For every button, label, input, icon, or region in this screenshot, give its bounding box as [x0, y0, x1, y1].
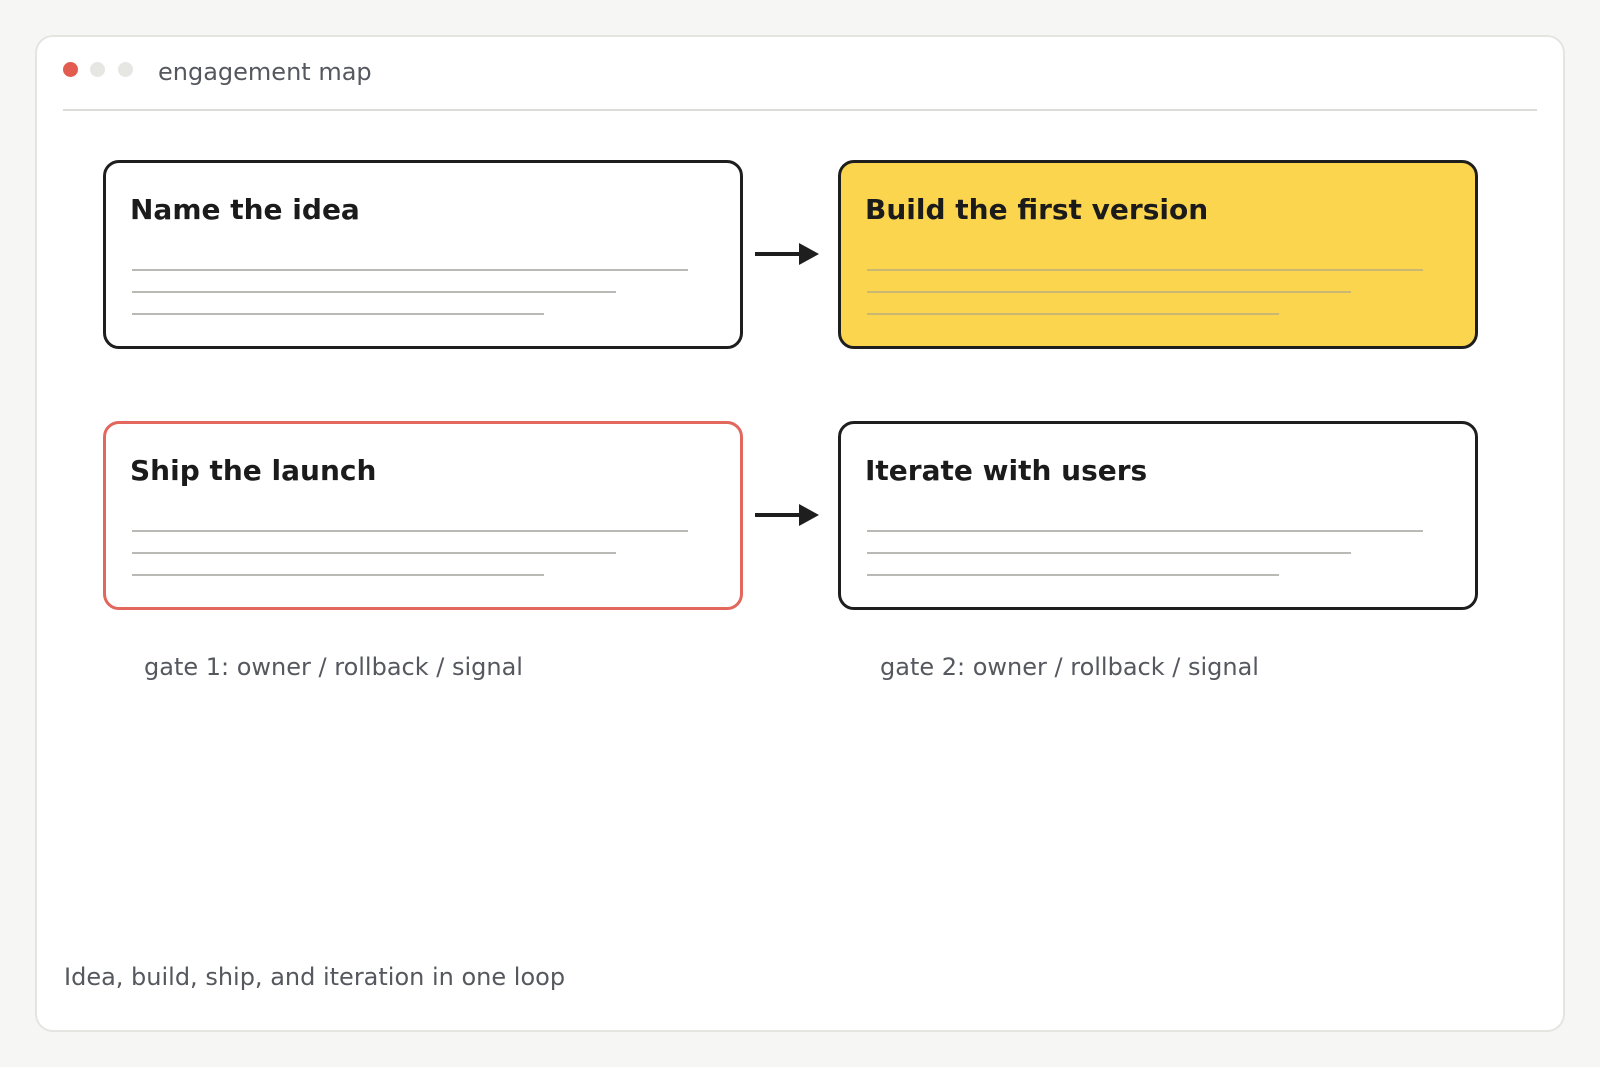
card-title: Name the idea — [130, 193, 360, 226]
placeholder-line — [867, 269, 1423, 271]
card-title: Iterate with users — [865, 454, 1148, 487]
placeholder-line — [867, 574, 1279, 576]
diagram-caption: Idea, build, ship, and iteration in one … — [64, 963, 566, 991]
arrow-right-icon — [755, 243, 819, 265]
arrow-right-icon — [755, 504, 819, 526]
card-name-the-idea[interactable]: Name the idea — [103, 160, 743, 349]
minimize-window-dot[interactable] — [90, 62, 105, 77]
placeholder-line — [132, 552, 616, 554]
card-build-the-first-version[interactable]: Build the first version — [838, 160, 1478, 349]
placeholder-line — [132, 269, 688, 271]
card-title: Build the first version — [865, 193, 1209, 226]
app-window: engagement map Name the idea Build the f… — [35, 35, 1565, 1032]
placeholder-line — [132, 574, 544, 576]
title-bar: engagement map — [63, 37, 1537, 111]
placeholder-line — [132, 291, 616, 293]
placeholder-line — [867, 530, 1423, 532]
card-iterate-with-users[interactable]: Iterate with users — [838, 421, 1478, 610]
gate-2-note: gate 2: owner / rollback / signal — [880, 653, 1259, 681]
placeholder-line — [867, 291, 1351, 293]
placeholder-line — [867, 552, 1351, 554]
card-ship-the-launch[interactable]: Ship the launch — [103, 421, 743, 610]
card-title: Ship the launch — [130, 454, 377, 487]
window-title: engagement map — [158, 58, 372, 86]
maximize-window-dot[interactable] — [118, 62, 133, 77]
gate-1-note: gate 1: owner / rollback / signal — [144, 653, 523, 681]
placeholder-line — [132, 530, 688, 532]
placeholder-line — [132, 313, 544, 315]
placeholder-line — [867, 313, 1279, 315]
close-window-dot[interactable] — [63, 62, 78, 77]
